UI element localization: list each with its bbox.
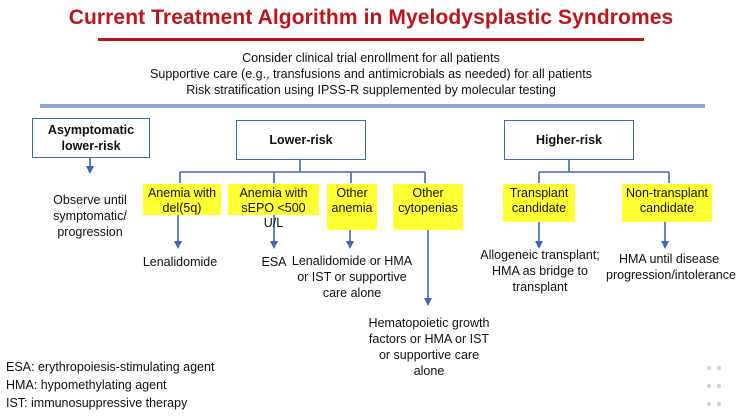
- observe-text: Observe until symptomatic/ progression: [53, 193, 127, 239]
- condition-other-anemia: Other anemia: [327, 184, 377, 230]
- treatment-non-transplant: HMA until disease progression/intoleranc…: [606, 252, 736, 282]
- treatment-lenalidomide: Lenalidomide: [142, 255, 218, 269]
- condition-non-transplant: Non-transplant candidate: [622, 184, 712, 222]
- box-asymptomatic-lower-risk: Asymptomatic lower-risk: [32, 118, 150, 158]
- legend-ist: IST: immunosuppressive therapy: [6, 396, 188, 410]
- diagram-title: Current Treatment Algorithm in Myelodysp…: [68, 6, 674, 29]
- condition-sepo: Anemia with sEPO <500 U/L: [228, 184, 319, 230]
- intro-line-risk: Risk stratification using IPSS-R supplem…: [186, 83, 556, 97]
- condition-del5q: Anemia with del(5q): [143, 184, 221, 215]
- section-divider: [40, 104, 705, 108]
- treatment-esa: ESA: [261, 255, 287, 269]
- title-underline: [98, 38, 644, 41]
- intro-line-supportive: Supportive care (e.g., transfusions and …: [150, 67, 592, 81]
- treatment-transplant: Allogeneic transplant; HMA as bridge to …: [480, 248, 600, 294]
- condition-other-cytopenias: Other cytopenias: [393, 184, 463, 230]
- box-higher-risk: Higher-risk: [504, 120, 634, 160]
- intro-line-trial: Consider clinical trial enrollment for a…: [242, 51, 500, 65]
- condition-transplant: Transplant candidate: [503, 184, 575, 222]
- legend-hma: HMA: hypomethylating agent: [6, 378, 167, 392]
- treatment-other-cytopenias: Hematopoietic growth factors or HMA or I…: [368, 316, 490, 378]
- legend-esa: ESA: erythropoiesis-stimulating agent: [6, 360, 215, 374]
- treatment-other-anemia: Lenalidomide or HMA or IST or supportive…: [291, 254, 413, 300]
- box-lower-risk: Lower-risk: [236, 120, 366, 160]
- decorative-dots: [704, 360, 724, 414]
